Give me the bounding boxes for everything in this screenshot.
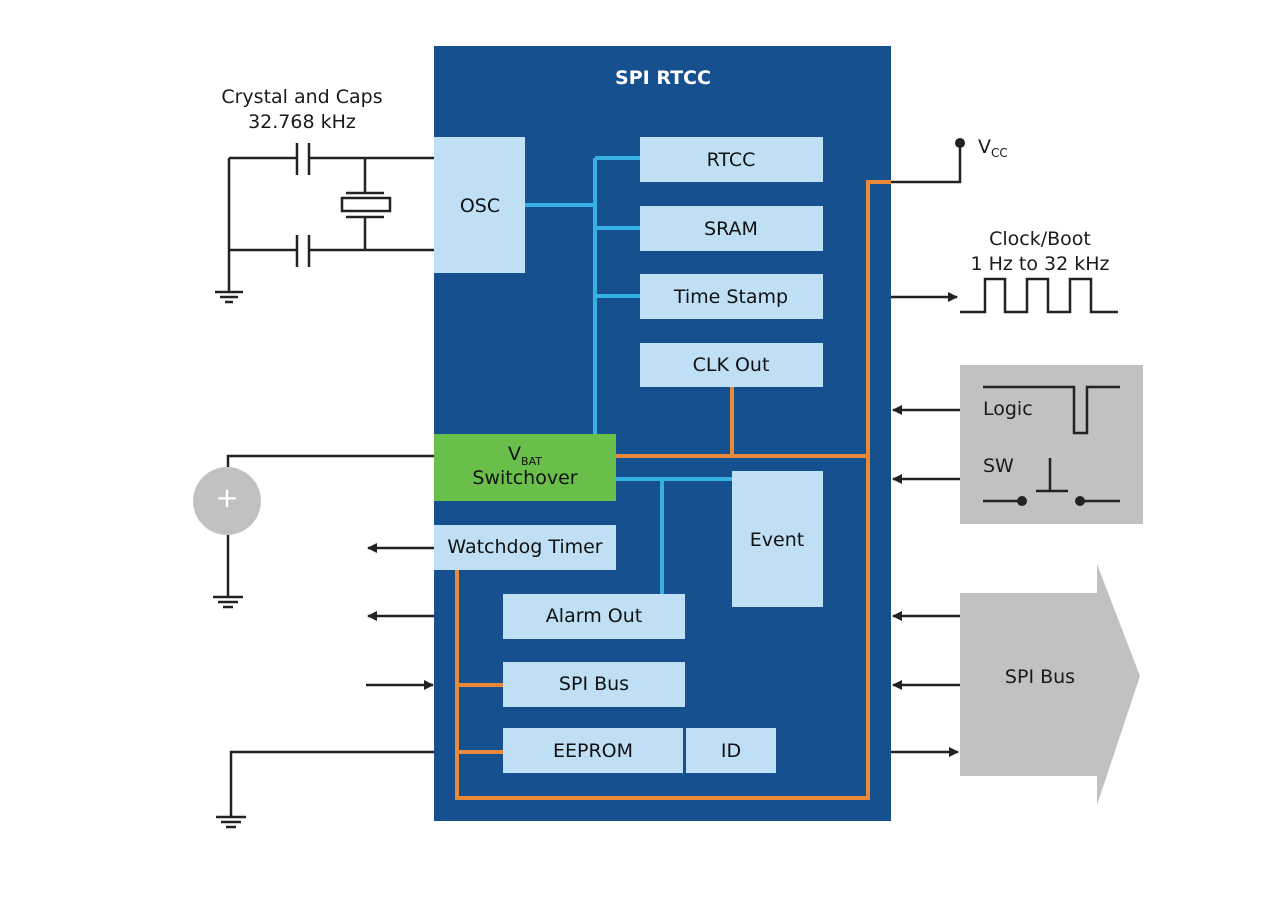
logic-switch-input-box bbox=[960, 365, 1143, 524]
eeprom-block bbox=[503, 728, 683, 773]
crystal-label: Crystal and Caps bbox=[221, 86, 382, 108]
ground-icon bbox=[215, 290, 243, 304]
vcc-wiring bbox=[891, 143, 962, 184]
vbat-label: VBAT bbox=[508, 443, 542, 468]
battery-wiring bbox=[226, 454, 434, 597]
ground-icon bbox=[216, 815, 246, 829]
switch-contact-dot bbox=[1075, 496, 1085, 506]
timestamp-block bbox=[640, 274, 823, 319]
left-signal-arrows bbox=[229, 543, 434, 817]
alarm-out-label: Alarm Out bbox=[546, 605, 642, 627]
watchdog-block bbox=[434, 525, 616, 570]
clkout-label: CLK Out bbox=[693, 354, 770, 376]
spi-bus-block bbox=[503, 662, 685, 707]
spi-bus-label: SPI Bus bbox=[559, 673, 629, 695]
vbat-switchover-block bbox=[434, 434, 616, 501]
event-label: Event bbox=[750, 529, 804, 551]
sram-block bbox=[640, 206, 823, 251]
clock-boot-label: Clock/Boot bbox=[989, 228, 1091, 250]
vcc-label: VCC bbox=[978, 136, 1008, 160]
logic-label: Logic bbox=[983, 398, 1033, 420]
crystal-frequency: 32.768 kHz bbox=[248, 111, 356, 133]
id-label: ID bbox=[721, 740, 741, 762]
battery-icon bbox=[193, 467, 261, 535]
logic-pulse-icon bbox=[983, 385, 1120, 435]
spi-bus-external-label: SPI Bus bbox=[1005, 666, 1075, 688]
id-block bbox=[686, 728, 776, 773]
watchdog-label: Watchdog Timer bbox=[447, 536, 602, 558]
sw-label: SW bbox=[983, 455, 1014, 477]
battery-plus-symbol: + bbox=[215, 481, 238, 514]
switchover-label: Switchover bbox=[472, 467, 577, 489]
ground-wire bbox=[229, 750, 434, 817]
square-wave-icon bbox=[960, 277, 1118, 314]
spi-bus-external-arrow bbox=[960, 564, 1140, 805]
alarm-out-block bbox=[503, 594, 685, 639]
ground-icon bbox=[213, 595, 243, 609]
osc-label: OSC bbox=[460, 195, 500, 217]
event-block bbox=[732, 471, 823, 607]
power-bus bbox=[455, 180, 891, 800]
eeprom-label: EEPROM bbox=[553, 740, 633, 762]
data-bus bbox=[525, 156, 732, 594]
switch-actuator-icon bbox=[1036, 458, 1068, 493]
rtcc-label: RTCC bbox=[707, 149, 756, 171]
clock-frequency-label: 1 Hz to 32 kHz bbox=[970, 253, 1109, 275]
rtcc-block bbox=[640, 137, 823, 182]
clkout-block bbox=[640, 343, 823, 387]
osc-block bbox=[434, 137, 525, 273]
timestamp-label: Time Stamp bbox=[673, 286, 788, 308]
sram-label: SRAM bbox=[704, 218, 758, 240]
chip-title: SPI RTCC bbox=[615, 67, 711, 89]
crystal-circuit bbox=[227, 143, 434, 290]
vcc-terminal-icon bbox=[955, 138, 965, 148]
switch-contact-dot bbox=[1017, 496, 1027, 506]
